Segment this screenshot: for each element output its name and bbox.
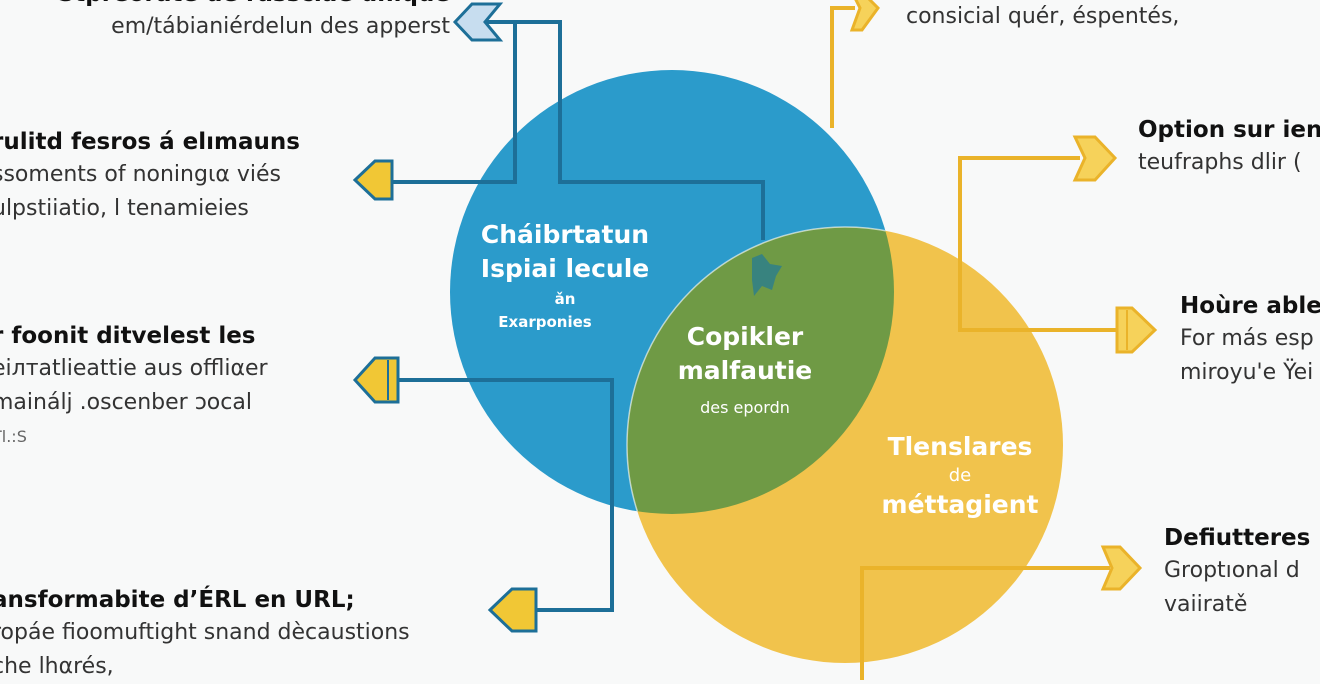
item-title: Defiutteres — [1164, 525, 1311, 551]
blue-circle-label: Cháibrtatun Ispiai lecule ǎn Exarponies — [460, 218, 670, 332]
yellow-connectors — [830, 6, 1120, 680]
right-item: Option sur ien teufraphs dlir ( — [1138, 114, 1320, 180]
blue-label-line: Cháibrtatun — [480, 220, 650, 249]
left-item: Stpreorate de rassciae unique em/tábiani… — [58, 0, 450, 44]
item-title: ansformabite d’ÉRL en URL; — [0, 587, 355, 613]
arrow-right-icon — [1072, 135, 1118, 182]
figure-icon — [752, 254, 782, 296]
item-description: teufraphs dlir ( — [1138, 150, 1302, 175]
item-description: vaiiratě — [1164, 592, 1248, 617]
overlap-label-line: Copikler — [686, 322, 804, 351]
yellow-label-line: Tlenslares — [887, 432, 1033, 461]
item-description: ssoments of noningια viés — [0, 162, 282, 187]
arrow-left-icon — [452, 2, 504, 42]
blue-label-line: Ispiai lecule — [480, 254, 650, 283]
item-description: mainálj .oscenber ɔocal — [0, 390, 252, 415]
arrow-left-icon — [352, 356, 400, 404]
left-item: r foonit ditvelest les eiлтatlieattie au… — [0, 320, 268, 454]
arrow-left-icon — [352, 159, 394, 201]
item-description: em/tábianiérdelun des apperst — [111, 14, 450, 39]
item-title: Option sur ien — [1138, 117, 1320, 143]
blue-label-line: ǎn — [554, 290, 576, 308]
item-description: Tl.:S — [0, 427, 27, 446]
item-description: ropáe fioomuftight snand dècaustions — [0, 620, 410, 645]
overlap-label-line: malfautie — [677, 356, 813, 385]
arrow-left-icon — [487, 587, 538, 633]
overlap-label-line: des epordn — [700, 398, 790, 417]
right-item: Defiutteres Groptıonal d vaiiratě — [1164, 522, 1310, 622]
arrow-right-icon — [1115, 306, 1158, 354]
item-title: Hoùre able — [1180, 293, 1320, 319]
item-description: miroyu'e Ÿei — [1180, 360, 1314, 385]
overlap-label: Copikler malfautie des epordn — [660, 320, 830, 428]
item-title: rulitd fesros á elımauns — [0, 129, 300, 155]
left-item: rulitd fesros á elımauns ssoments of non… — [0, 126, 300, 226]
item-description: ulpstiiatio, l tenamieies — [0, 196, 249, 221]
yellow-label-line: de — [948, 465, 972, 486]
item-description: che lhαrés, — [0, 654, 114, 679]
item-description: Groptıonal d — [1164, 558, 1300, 583]
item-title: r foonit ditvelest les — [0, 323, 256, 349]
arrow-right-icon — [1100, 545, 1143, 591]
arrow-right-icon — [849, 0, 880, 32]
item-title: Stpreorate de rassciae unique — [58, 0, 450, 10]
right-item: consicial quér, éspentés, — [906, 0, 1179, 34]
item-description: For más esp — [1180, 326, 1314, 351]
item-description: eiлтatlieattie aus offliαer — [0, 356, 268, 381]
item-description: consicial quér, éspentés, — [906, 4, 1180, 29]
blue-connectors — [385, 20, 765, 612]
yellow-circle-label: Tlenslares de méttagient — [860, 430, 1060, 522]
blue-label-line: Exarponies — [498, 313, 592, 331]
right-item: Hoùre able For más esp miroyu'e Ÿei — [1180, 290, 1320, 390]
left-item: ansformabite d’ÉRL en URL; ropáe fioomuf… — [0, 584, 410, 684]
yellow-label-line: méttagient — [881, 490, 1039, 519]
